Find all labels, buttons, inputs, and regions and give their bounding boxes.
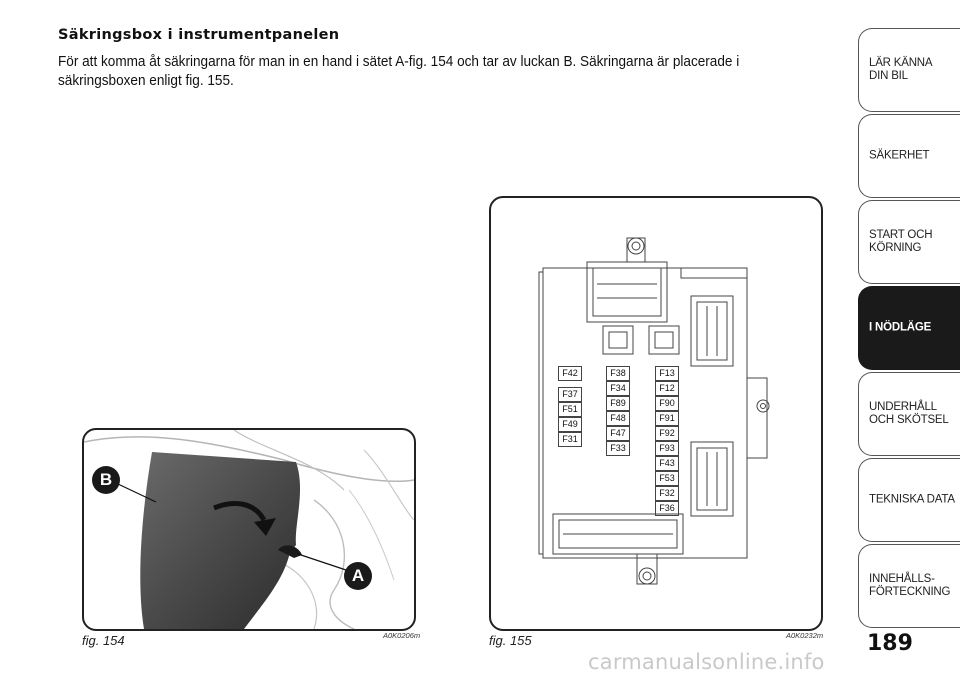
figure-155-image: F42 F37 F51 F49 F31 F38 F34 F89 F48 F47 … xyxy=(489,196,823,631)
figure-155-caption: fig. 155 xyxy=(489,633,532,648)
fuse-label: F34 xyxy=(606,381,630,396)
fuse-label: F38 xyxy=(606,366,630,381)
callout-a: A xyxy=(344,562,372,590)
tab-label: LÄR KÄNNA DIN BIL xyxy=(869,57,933,82)
figure-154-image: B A xyxy=(82,428,416,631)
fuse-label: F89 xyxy=(606,396,630,411)
fuse-label: F43 xyxy=(655,456,679,471)
fuse-label: F37 xyxy=(558,387,582,402)
fuse-box-diagram xyxy=(538,237,770,585)
tab-sakerhet[interactable]: SÄKERHET xyxy=(858,114,960,198)
fuse-label: F36 xyxy=(655,501,679,516)
fuse-label: F12 xyxy=(655,381,679,396)
fuse-label: F49 xyxy=(558,417,582,432)
tab-label: UNDERHÅLL OCH SKÖTSEL xyxy=(869,401,949,426)
fuse-label: F92 xyxy=(655,426,679,441)
figure-154-caption: fig. 154 xyxy=(82,633,125,648)
tab-i-nodlage[interactable]: I NÖDLÄGE xyxy=(858,286,960,370)
tab-underhall-och-skotsel[interactable]: UNDERHÅLL OCH SKÖTSEL xyxy=(858,372,960,456)
tab-tekniska-data[interactable]: TEKNISKA DATA xyxy=(858,458,960,542)
callout-a-label: A xyxy=(351,566,365,585)
watermark: carmanualsonline.info xyxy=(588,650,825,674)
fuse-label: F53 xyxy=(655,471,679,486)
callout-b: B xyxy=(92,466,120,494)
tab-label: INNEHÅLLS- FÖRTECKNING xyxy=(869,573,951,598)
tab-label: SÄKERHET xyxy=(869,149,930,162)
section-heading: Säkringsbox i instrumentpanelen xyxy=(58,27,340,43)
callout-b-label: B xyxy=(99,470,113,489)
fuse-label: F90 xyxy=(655,396,679,411)
tab-label: I NÖDLÄGE xyxy=(869,321,932,334)
fuse-label: F51 xyxy=(558,402,582,417)
fuse-column-right: F13 F12 F90 F91 F92 F93 F43 F53 F32 F36 xyxy=(655,366,679,516)
fuse-label: F91 xyxy=(655,411,679,426)
figure-155-code: A0K0232m xyxy=(786,631,824,640)
fuse-label: F47 xyxy=(606,426,630,441)
fuse-label: F32 xyxy=(655,486,679,501)
fuse-column-middle: F38 F34 F89 F48 F47 F33 xyxy=(606,366,630,456)
fuse-label: F93 xyxy=(655,441,679,456)
figure-154-code: A0K0206m xyxy=(383,631,421,640)
fuse-label: F31 xyxy=(558,432,582,447)
tab-label: START OCH KÖRNING xyxy=(869,229,933,254)
page-number: 189 xyxy=(867,631,913,656)
fuse-label: F13 xyxy=(655,366,679,381)
section-paragraph: För att komma åt säkringarna för man in … xyxy=(58,54,740,89)
tab-label: TEKNISKA DATA xyxy=(869,493,955,506)
fuse-column-left: F42 F37 F51 F49 F31 xyxy=(558,366,582,447)
fuse-label: F33 xyxy=(606,441,630,456)
seat-cover-illustration xyxy=(84,430,414,629)
tab-start-och-korning[interactable]: START OCH KÖRNING xyxy=(858,200,960,284)
tab-innehallsforteckning[interactable]: INNEHÅLLS- FÖRTECKNING xyxy=(858,544,960,628)
fuse-label: F42 xyxy=(558,366,582,381)
fuse-label: F48 xyxy=(606,411,630,426)
tab-lar-kanna-din-bil[interactable]: LÄR KÄNNA DIN BIL xyxy=(858,28,960,112)
